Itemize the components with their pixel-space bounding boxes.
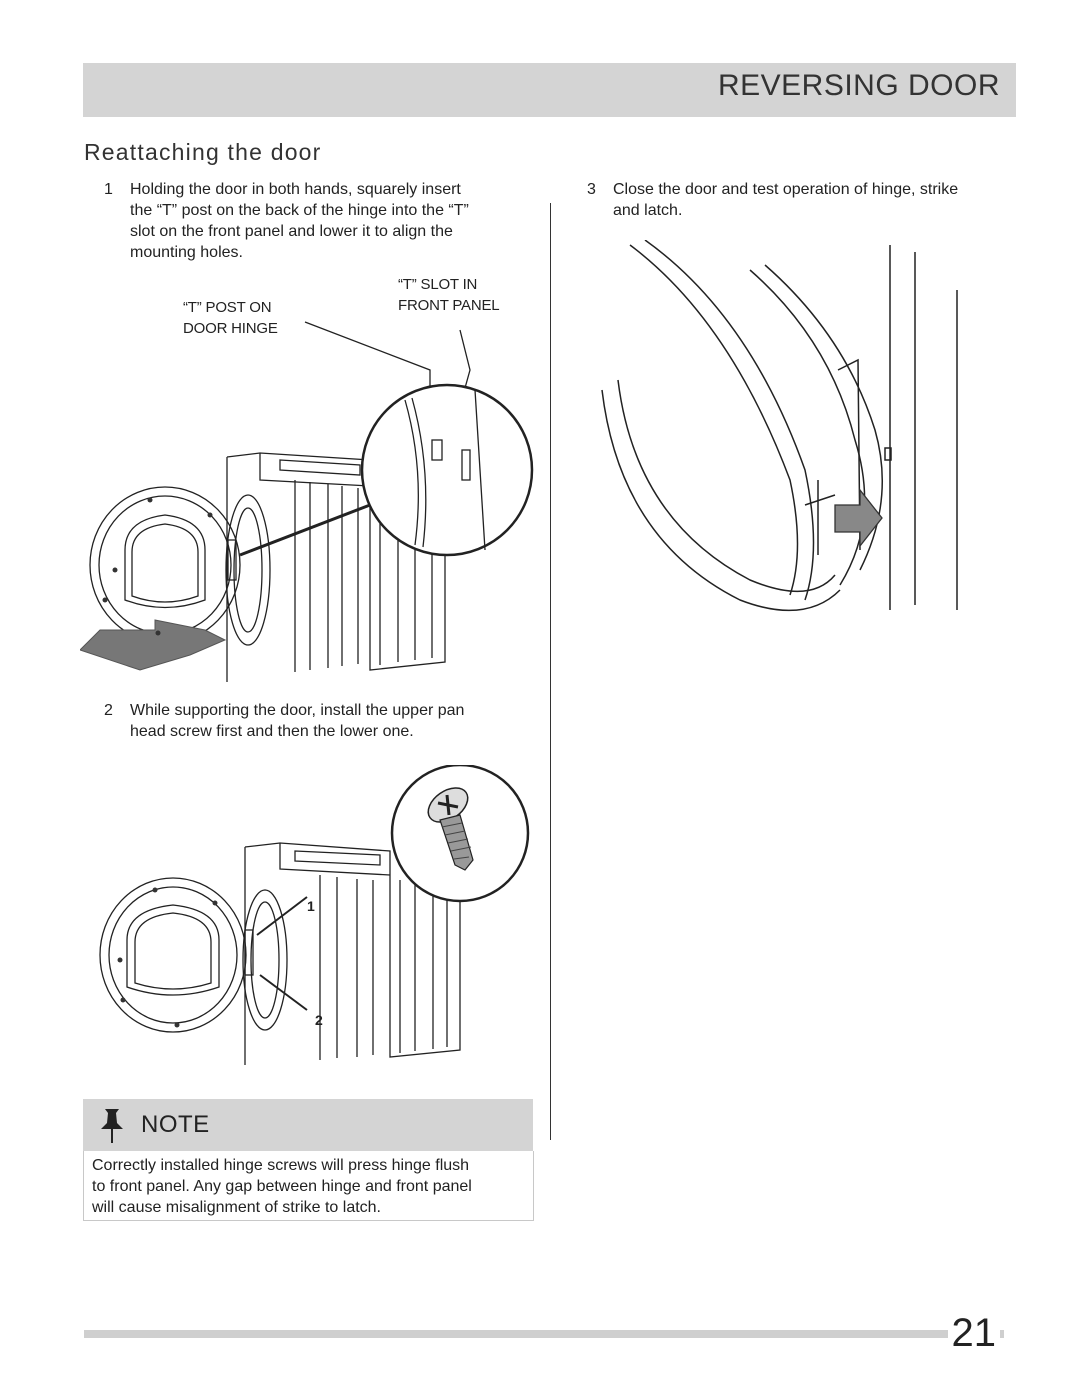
step-line: Close the door and test operation of hin… [613, 181, 959, 198]
step-line: While supporting the door, install the u… [130, 702, 465, 719]
note-body: Correctly installed hinge screws will pr… [83, 1151, 534, 1221]
footer-bar [84, 1330, 1004, 1338]
step-line: slot on the front panel and lower it to … [130, 223, 453, 240]
figure-install-screws: 1 2 [99, 765, 530, 1065]
callout-2: 2 [315, 1012, 323, 1028]
header-bar: REVERSING DOOR [83, 63, 1016, 117]
note-title: NOTE [141, 1111, 210, 1138]
label-line: FRONT PANEL [398, 297, 500, 314]
figure-close-door [601, 240, 958, 612]
step-number: 1 [104, 181, 113, 198]
step-2: 2 While supporting the door, install the… [104, 700, 544, 745]
column-divider [550, 203, 551, 1140]
note-line: to front panel. Any gap between hinge an… [92, 1178, 472, 1195]
screw-icon [427, 787, 474, 871]
label-line: “T” SLOT IN [398, 276, 478, 293]
section-title: Reattaching the door [84, 139, 322, 165]
step-1: 1 Holding the door in both hands, square… [104, 179, 544, 269]
step-line: head screw first and then the lower one. [130, 723, 414, 740]
step-3: 3 Close the door and test operation of h… [587, 179, 1007, 224]
pushpin-icon [101, 1109, 123, 1143]
step-line: mounting holes. [130, 244, 243, 261]
note-line: Correctly installed hinge screws will pr… [92, 1157, 470, 1174]
callout-1: 1 [307, 898, 315, 914]
page-title: REVERSING DOOR [717, 69, 1000, 102]
label-t-slot: “T” SLOT IN FRONT PANEL [398, 274, 500, 316]
note-header: NOTE [83, 1099, 533, 1151]
step-number: 2 [104, 702, 113, 719]
page-number: 21 [947, 1311, 1000, 1356]
step-line: the “T” post on the back of the hinge in… [130, 202, 469, 219]
step-number: 3 [587, 181, 596, 198]
step-line: and latch. [613, 202, 683, 219]
label-t-post: “T” POST ON DOOR HINGE [183, 297, 278, 339]
figure-door-hinge-insert [80, 321, 534, 682]
note-line: will cause misalignment of strike to lat… [92, 1199, 381, 1216]
label-line: DOOR HINGE [183, 320, 278, 337]
step-line: Holding the door in both hands, squarely… [130, 181, 461, 198]
label-line: “T” POST ON [183, 299, 272, 316]
